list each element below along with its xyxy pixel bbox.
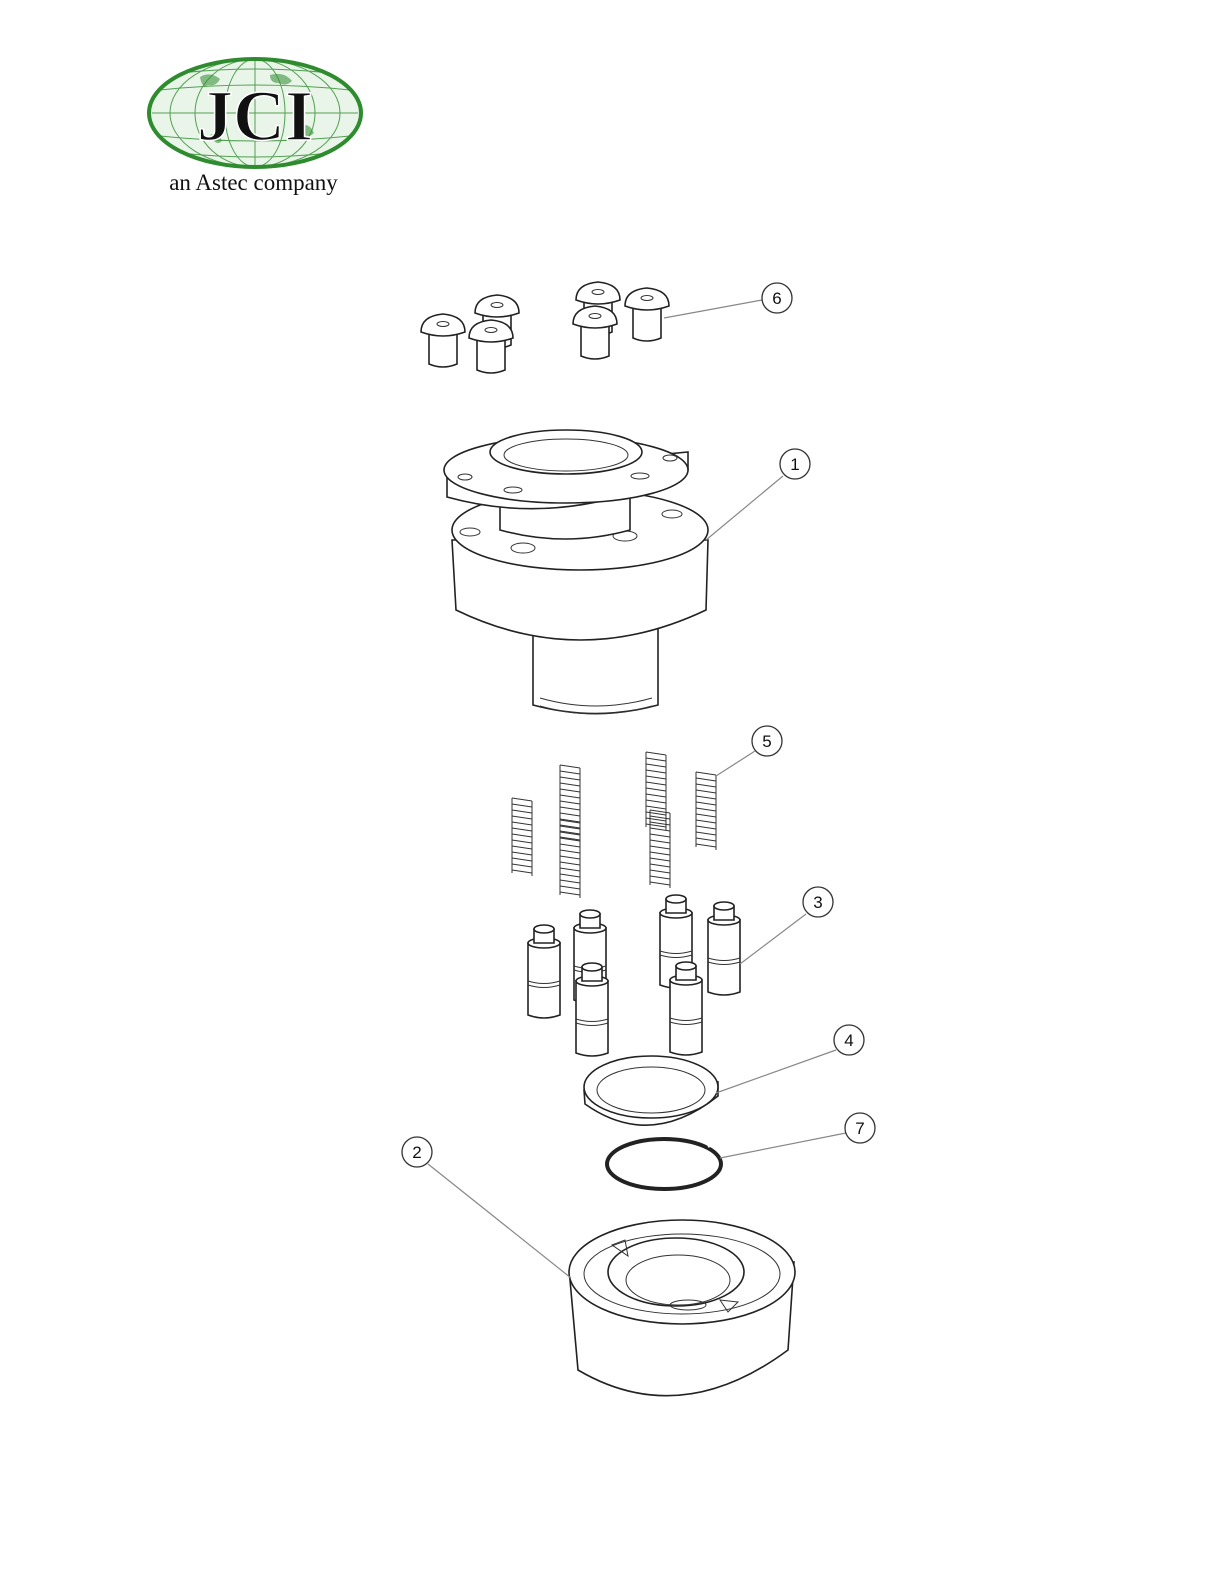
callout-2-label: 2 (412, 1143, 421, 1162)
callout-4: 4 (834, 1025, 864, 1055)
leader-1 (706, 476, 783, 540)
callout-7-label: 7 (855, 1119, 864, 1138)
callout-5-label: 5 (762, 732, 771, 751)
cup-base-part (569, 1220, 795, 1396)
callout-6-label: 6 (772, 289, 781, 308)
callout-6: 6 (762, 283, 792, 313)
screw-group (421, 282, 669, 373)
callout-3: 3 (803, 887, 833, 917)
leader-7 (720, 1133, 846, 1158)
callout-3-label: 3 (813, 893, 822, 912)
callout-2: 2 (402, 1137, 432, 1167)
leader-5 (716, 751, 755, 776)
spring-group (512, 752, 716, 898)
leader-6 (664, 300, 762, 318)
callout-1: 1 (780, 449, 810, 479)
flanged-housing (444, 430, 708, 714)
callout-4-label: 4 (844, 1031, 853, 1050)
callout-5: 5 (752, 726, 782, 756)
callout-1-label: 1 (790, 455, 799, 474)
leader-3 (740, 914, 806, 964)
leader-4 (716, 1050, 836, 1093)
callout-7: 7 (845, 1113, 875, 1143)
pin-group (528, 895, 740, 1056)
leader-2 (428, 1164, 571, 1278)
ring-part (584, 1056, 718, 1125)
snap-ring-part (607, 1139, 721, 1189)
